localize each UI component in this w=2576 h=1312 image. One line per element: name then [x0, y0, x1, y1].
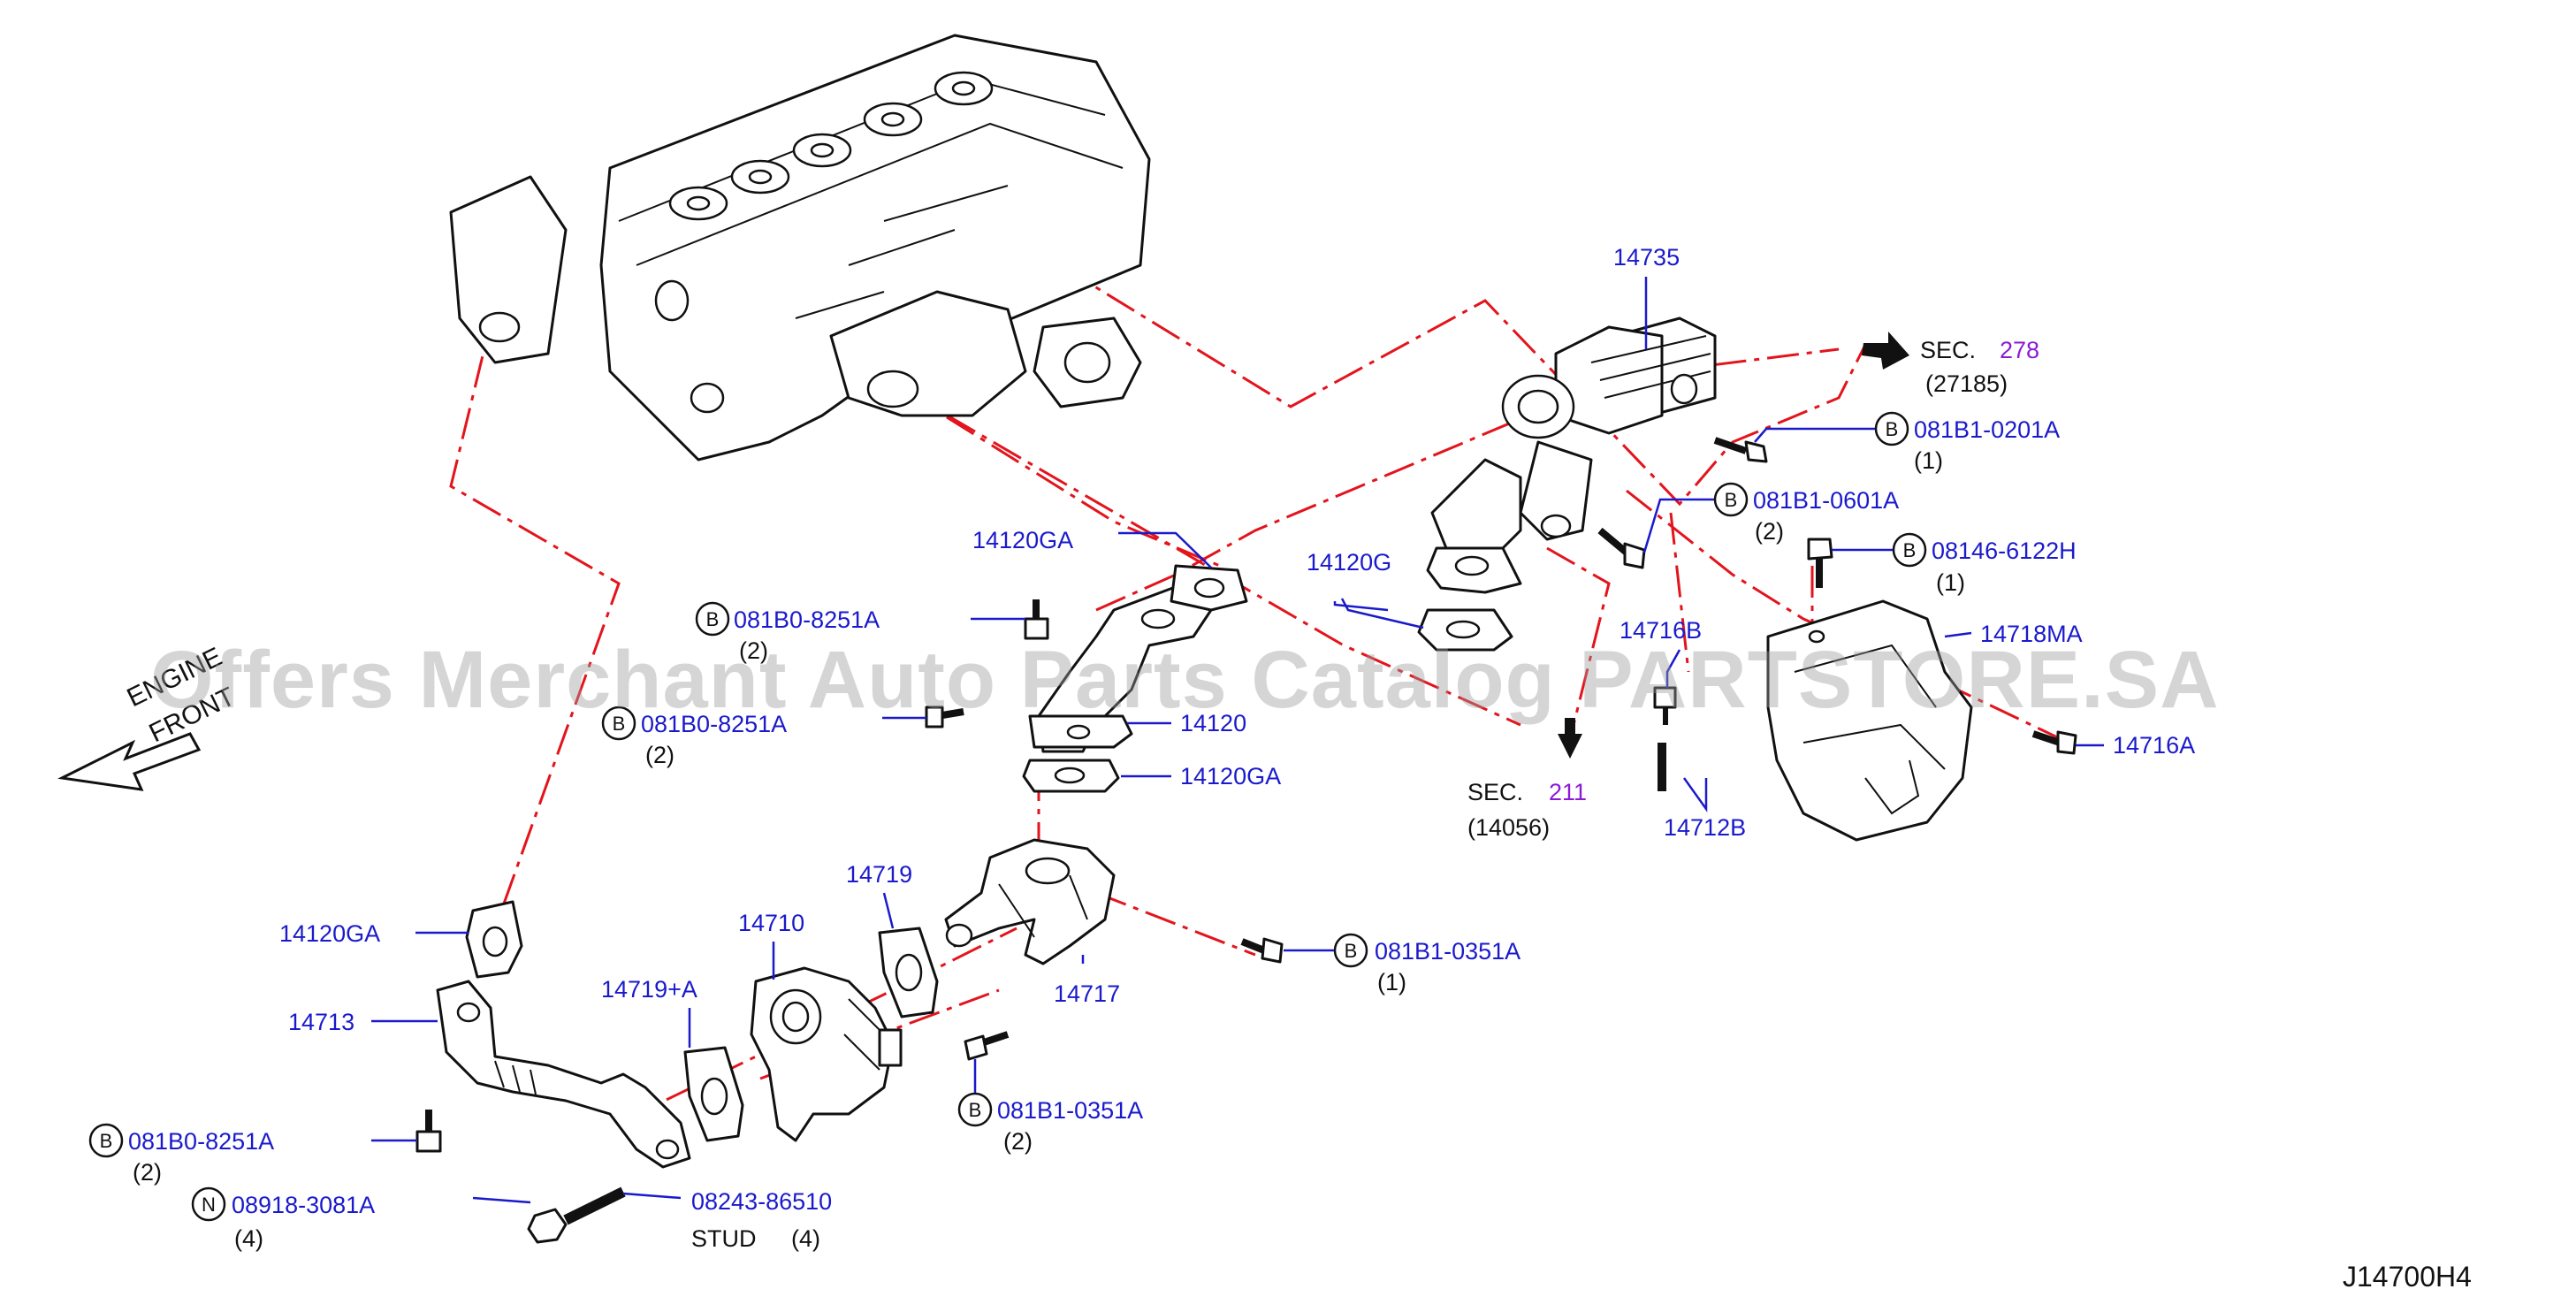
callout-qty: (1) — [1377, 969, 1406, 995]
label-08243-86510: 08243-86510 — [691, 1188, 832, 1215]
label-stud: STUD — [691, 1225, 757, 1252]
callout-code: 08146-6122H — [1932, 538, 2077, 564]
sec-sub: (14056) — [1467, 814, 1550, 841]
sec-prefix: SEC. — [1467, 779, 1523, 805]
bolt-081b0-8251a-left — [415, 1110, 442, 1153]
fastener-callouts: B 081B1-0201A (1) B 081B1-0601A (2) B 08… — [88, 411, 2077, 1252]
egr-tube-14713 — [436, 980, 691, 1169]
label-14717: 14717 — [1054, 980, 1120, 1007]
bolt-081b0-8251a-mid — [925, 706, 964, 728]
callout-symbol: B — [969, 1099, 982, 1121]
camshaft-towers — [668, 71, 994, 221]
callout-symbol: B — [100, 1130, 113, 1152]
callout-081b0-8251a-mid: B 081B0-8251A (2) — [601, 706, 787, 768]
section-ref-278: SEC. 278 (27185) — [1920, 337, 2039, 397]
sec-number: 278 — [2000, 337, 2039, 363]
callout-symbol: B — [1725, 489, 1738, 511]
label-14713: 14713 — [288, 1009, 354, 1035]
label-14712b: 14712B — [1664, 814, 1746, 841]
part-labels: 14735 14120GA 14120G 14120 14120GA 14716… — [279, 244, 2195, 1252]
callout-code: 08918-3081A — [232, 1192, 375, 1218]
bolt-081b1-0201a — [1713, 437, 1768, 463]
callout-symbol: B — [1345, 940, 1358, 962]
watermark-text: Offers Merchant Auto Parts Catalog PARTS… — [150, 635, 2220, 725]
callout-qty: (1) — [1936, 569, 1965, 596]
bolt-081b1-0351a-right — [1240, 937, 1284, 964]
callout-qty: (4) — [234, 1225, 263, 1252]
callout-code: 081B1-0351A — [997, 1097, 1143, 1124]
callout-code: 081B0-8251A — [734, 606, 880, 633]
bolt-08146-6122h — [1807, 538, 1833, 588]
bolt-14716a — [2031, 730, 2077, 755]
gasket-14120ga-mid — [1022, 759, 1120, 793]
callout-qty: (2) — [1003, 1128, 1033, 1155]
callout-081b1-0201a: B 081B1-0201A (1) — [1874, 411, 2060, 474]
callout-qty: (2) — [1755, 518, 1784, 545]
callout-081b1-0351a-right: B 081B1-0351A (1) — [1333, 933, 1520, 995]
sec-number: 211 — [1549, 779, 1587, 805]
callout-symbol: N — [202, 1194, 216, 1216]
callout-08146-6122h: B 08146-6122H (1) — [1892, 532, 2077, 596]
label-14716b: 14716B — [1620, 617, 1702, 644]
callout-081b1-0351a-lower: B 081B1-0351A (2) — [957, 1092, 1143, 1155]
label-14120ga-left: 14120GA — [279, 920, 380, 947]
bolt-081b0-8251a-top — [1024, 599, 1049, 640]
cylinder-head — [449, 34, 1151, 461]
label-14710: 14710 — [738, 910, 804, 936]
bolt-14716b — [1653, 686, 1677, 725]
heat-shield-14718ma — [1766, 599, 1973, 842]
label-14120ga-mid: 14120GA — [1180, 763, 1281, 789]
callout-081b0-8251a-left: B 081B0-8251A (2) — [88, 1123, 274, 1186]
callout-code: 081B0-8251A — [641, 711, 787, 737]
callout-081b1-0601a: B 081B1-0601A (2) — [1713, 482, 1899, 545]
bolt-081b1-0601a — [1597, 527, 1646, 569]
stud-08243-86510 — [563, 1186, 626, 1225]
callout-qty: (2) — [739, 637, 768, 664]
callout-qty: (2) — [133, 1159, 162, 1186]
label-14735: 14735 — [1613, 244, 1680, 271]
nut-08918-3081a — [527, 1208, 568, 1244]
label-stud-qty: (4) — [791, 1225, 820, 1252]
egr-valve-14710 — [750, 966, 903, 1142]
label-14120: 14120 — [1180, 710, 1246, 736]
gasket-14120g — [1417, 608, 1513, 652]
label-14120ga-top: 14120GA — [972, 527, 1073, 553]
section-ref-211: SEC. 211 (14056) — [1467, 779, 1587, 841]
sec-prefix: SEC. — [1920, 337, 1976, 363]
label-14716a: 14716A — [2113, 732, 2195, 759]
callout-qty: (1) — [1914, 447, 1943, 474]
label-14719a: 14719+A — [601, 976, 697, 1003]
egr-tube-14120 — [1028, 582, 1213, 753]
callout-code: 081B0-8251A — [128, 1128, 274, 1155]
label-14719: 14719 — [846, 861, 912, 888]
gasket-14719a — [683, 1046, 744, 1142]
gasket-14120ga-top — [1170, 564, 1248, 612]
gasket-14120ga-left — [465, 900, 523, 979]
sec-sub: (27185) — [1925, 370, 2008, 397]
egr-cooler-14735 — [1426, 317, 1717, 594]
egr-connector-14717 — [944, 838, 1116, 965]
callout-symbol: B — [1903, 539, 1917, 561]
callout-symbol: B — [706, 608, 720, 630]
callout-symbol: B — [1886, 418, 1899, 440]
callout-081b0-8251a-top: B 081B0-8251A (2) — [695, 601, 880, 664]
label-14120g: 14120G — [1307, 549, 1391, 576]
callout-code: 081B1-0601A — [1753, 487, 1899, 514]
leader-lines — [371, 277, 2104, 1204]
sec-211-arrow — [1558, 718, 1582, 759]
bolt-081b1-0351a-lower — [964, 1031, 1010, 1061]
gasket-14719 — [878, 927, 939, 1018]
callout-code: 081B1-0351A — [1375, 938, 1520, 965]
callout-symbol: B — [613, 713, 626, 735]
label-14718ma: 14718MA — [1980, 621, 2083, 647]
callout-qty: (2) — [645, 742, 674, 768]
callout-08918-3081a: N 08918-3081A (4) — [191, 1186, 375, 1252]
diagram-code: J14700H4 — [2343, 1261, 2472, 1293]
callout-code: 081B1-0201A — [1914, 416, 2060, 443]
sec-278-arrow — [1862, 332, 1909, 370]
